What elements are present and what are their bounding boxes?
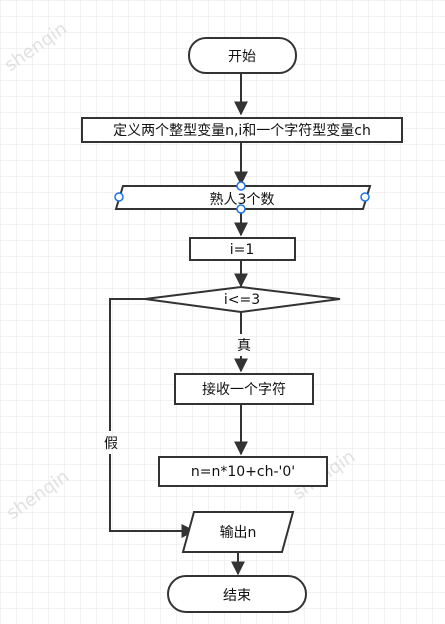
start-node[interactable]: 开始 [188,37,297,74]
end-node[interactable]: 结束 [167,575,307,613]
receive-process-node[interactable]: 接收一个字符 [174,373,314,405]
condition-decision-node[interactable]: i<=3 [144,285,341,314]
edge-condition-false-a[interactable] [109,298,145,431]
input-io-node[interactable]: 熟人3个数 [114,181,372,214]
false-branch-label: 假 [104,436,118,452]
compute-label: n=n*10+ch-'0' [191,464,295,480]
init-label: i=1 [230,242,255,258]
edge-condition-false-b[interactable] [109,454,196,538]
condition-label: i<=3 [224,292,260,308]
define-label: 定义两个整型变量n,i和一个字符型变量ch [113,123,371,139]
output-label: 输出n [220,525,257,541]
input-label: 熟人3个数 [210,192,275,208]
selection-handle-left[interactable] [114,192,124,202]
init-process-node[interactable]: i=1 [189,237,296,261]
selection-handle-bottom[interactable] [236,204,246,214]
define-process-node[interactable]: 定义两个整型变量n,i和一个字符型变量ch [81,117,403,143]
start-label: 开始 [228,49,256,65]
selection-handle-right[interactable] [360,192,370,202]
receive-label: 接收一个字符 [202,381,286,398]
end-label: 结束 [223,588,251,604]
output-io-node[interactable]: 输出n [181,511,295,553]
true-branch-label: 真 [237,338,251,354]
compute-process-node[interactable]: n=n*10+ch-'0' [158,456,328,487]
selection-handle-top[interactable] [236,181,246,191]
